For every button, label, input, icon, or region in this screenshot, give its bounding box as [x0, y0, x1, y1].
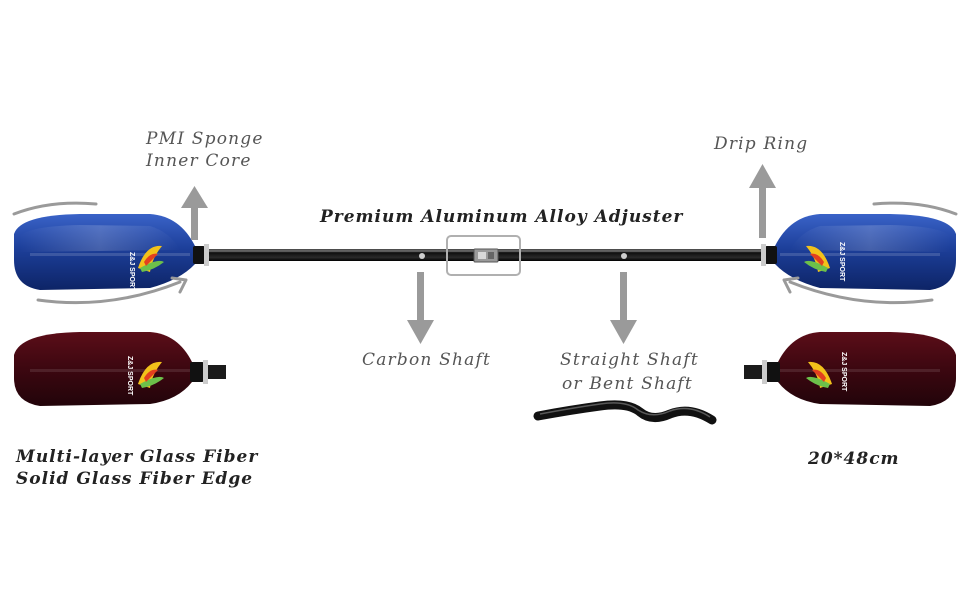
- left-red-brand-text: Z&J SPORT: [126, 356, 133, 396]
- adjuster-label: Premium Aluminum Alloy Adjuster: [320, 207, 684, 227]
- right-red-brand-text: Z&J SPORT: [840, 352, 847, 392]
- left-red-blade-logo: Z&J SPORT: [126, 356, 164, 396]
- right-blade-logo: Z&J SPORT: [804, 242, 845, 282]
- arrow-drip-ring: [749, 164, 776, 238]
- right-rotation-arrows: [782, 201, 958, 305]
- aluminum-adjuster: [446, 235, 521, 276]
- left-blade-brand-text: Z&J SPORT: [128, 252, 135, 292]
- material-label-line2: Solid Glass Fiber Edge: [16, 469, 254, 489]
- right-red-blade-logo: Z&J SPORT: [806, 352, 847, 392]
- pmi-sponge-label-line1: PMI Sponge: [146, 129, 264, 149]
- drip-ring-label: Drip Ring: [714, 134, 809, 154]
- material-label-line1: Multi-layer Glass Fiber: [16, 447, 259, 467]
- bent-shaft: [533, 400, 717, 425]
- left-rotation-arrows: [12, 201, 188, 305]
- right-blade-brand-text: Z&J SPORT: [838, 242, 845, 282]
- straight-shaft-label-line1: Straight Shaft: [560, 350, 699, 370]
- left-blade-logo: Z&J SPORT: [128, 245, 164, 292]
- arrow-pmi-sponge: [181, 186, 208, 240]
- blade-size-label: 20*48cm: [808, 449, 900, 469]
- carbon-shaft-label: Carbon Shaft: [362, 350, 491, 370]
- straight-shaft-label-line2: or Bent Shaft: [562, 374, 693, 394]
- arrow-straight-shaft: [610, 272, 637, 344]
- arrow-carbon-shaft: [407, 272, 434, 344]
- right-blade-red: [744, 332, 956, 406]
- pmi-sponge-label-line2: Inner Core: [146, 151, 252, 171]
- left-blade-red: [14, 332, 226, 406]
